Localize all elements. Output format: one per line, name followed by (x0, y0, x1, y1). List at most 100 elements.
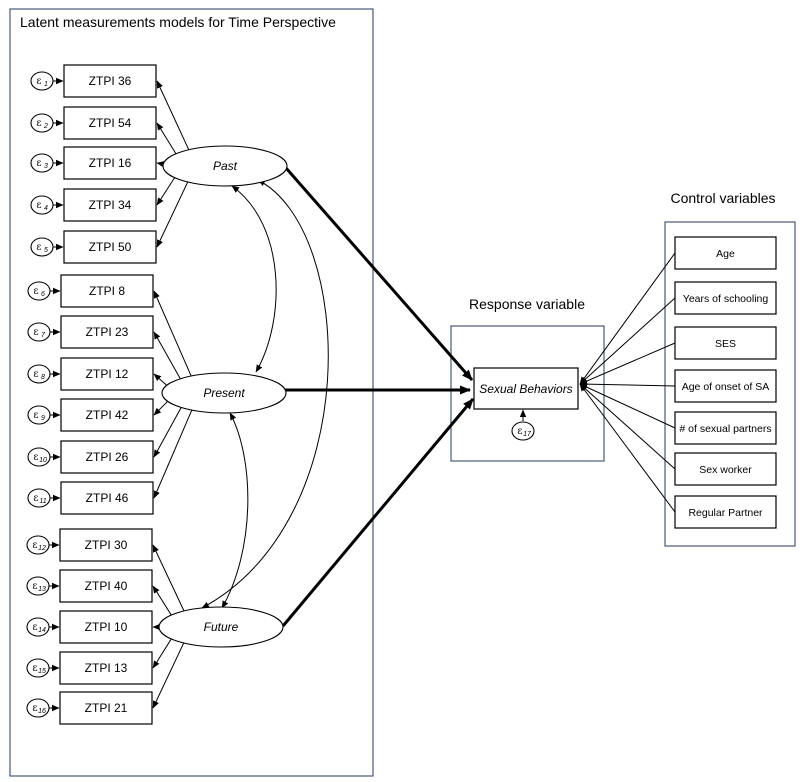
factor-label: Future (204, 620, 239, 634)
indicator-label: ZTPI 26 (86, 450, 129, 464)
control-variable-label: Years of schooling (683, 293, 769, 305)
error-symbol: ε (32, 540, 37, 551)
control-path (579, 380, 676, 388)
indicator-label: ZTPI 36 (89, 74, 132, 88)
error-index: 7 (41, 332, 46, 339)
error-index: 17 (523, 431, 532, 438)
latent-panel-title: Latent measurements models for Time Pers… (20, 14, 336, 30)
error-symbol: ε (36, 242, 41, 253)
indicator-box: ZTPI 13 (59, 651, 153, 685)
indicator-box: ZTPI 30 (59, 528, 153, 562)
error-symbol: ε (32, 622, 37, 633)
error-symbol: ε (32, 663, 37, 674)
covariance-present-future (221, 412, 249, 609)
control-panel (664, 221, 796, 547)
indicator-label: ZTPI 42 (86, 408, 129, 422)
loading-path (156, 174, 177, 206)
indicator-box: ZTPI 40 (59, 569, 153, 603)
factor-past: Past (162, 145, 288, 187)
error-symbol: ε (33, 493, 38, 504)
loading-path (156, 179, 190, 248)
control-variable-label: Regular Partner (688, 507, 763, 519)
path-future-to-sexual-behaviors (281, 398, 475, 627)
indicator-label: ZTPI 16 (89, 156, 132, 170)
control-variable-label: Age of onset of SA (682, 381, 770, 393)
error-symbol: ε (32, 581, 37, 592)
error-index: 6 (41, 291, 45, 298)
loading-path (152, 585, 174, 619)
indicator-box: ZTPI 16 (63, 146, 157, 180)
indicator-label: ZTPI 13 (85, 661, 128, 675)
factor-label: Past (213, 159, 238, 173)
indicator-box: ZTPI 36 (63, 64, 157, 98)
error-symbol: ε (33, 452, 38, 463)
error-index: 16 (38, 708, 46, 715)
response-panel-title: Response variable (469, 296, 585, 312)
indicator-box: ZTPI 50 (63, 230, 157, 264)
error-index: 15 (38, 668, 46, 675)
control-path (579, 383, 676, 513)
error-index: 2 (43, 123, 48, 130)
error-symbol: ε (36, 158, 41, 169)
error-index: 3 (44, 163, 48, 170)
error-index: 1 (44, 81, 48, 88)
control-variable-label: Age (716, 248, 735, 260)
error-symbol: ε (33, 369, 38, 380)
indicator-label: ZTPI 23 (86, 325, 129, 339)
error-index: 13 (38, 586, 46, 593)
loading-path (152, 640, 186, 709)
indicator-box: ZTPI 46 (60, 481, 154, 515)
control-variable-box: Regular Partner (674, 495, 777, 529)
indicator-box: ZTPI 23 (60, 315, 154, 349)
covariance-past-present (231, 185, 277, 373)
indicator-box: ZTPI 21 (59, 691, 153, 725)
indicator-box: ZTPI 8 (60, 274, 154, 308)
control-path (579, 252, 676, 385)
indicator-box: ZTPI 42 (60, 398, 154, 432)
error-symbol: ε (33, 410, 38, 421)
indicator-label: ZTPI 54 (89, 116, 132, 130)
control-path (579, 297, 676, 385)
loading-path (153, 404, 183, 458)
indicator-label: ZTPI 34 (89, 198, 132, 212)
indicator-box: ZTPI 10 (59, 610, 153, 644)
indicator-label: ZTPI 12 (86, 367, 129, 381)
control-path (579, 383, 676, 429)
indicator-box: ZTPI 34 (63, 188, 157, 222)
factor-future: Future (158, 606, 284, 648)
control-path (579, 342, 676, 385)
error-index: 9 (41, 415, 45, 422)
control-variable-box: # of sexual partners (674, 411, 777, 445)
error-symbol: ε (36, 118, 41, 129)
error-symbol: ε (517, 426, 522, 437)
control-variable-box: Age (674, 236, 777, 270)
error-index: 14 (38, 627, 46, 634)
loading-path (152, 635, 174, 669)
error-symbol: ε (32, 703, 37, 714)
loading-path (153, 407, 194, 499)
control-variable-box: SES (674, 326, 777, 360)
latent-panel (9, 8, 374, 777)
indicator-box: ZTPI 26 (60, 440, 154, 474)
error-index: 4 (44, 205, 48, 212)
factor-present: Present (161, 372, 287, 414)
response-error: ε 17 (511, 421, 535, 441)
indicator-label: ZTPI 21 (85, 701, 128, 715)
